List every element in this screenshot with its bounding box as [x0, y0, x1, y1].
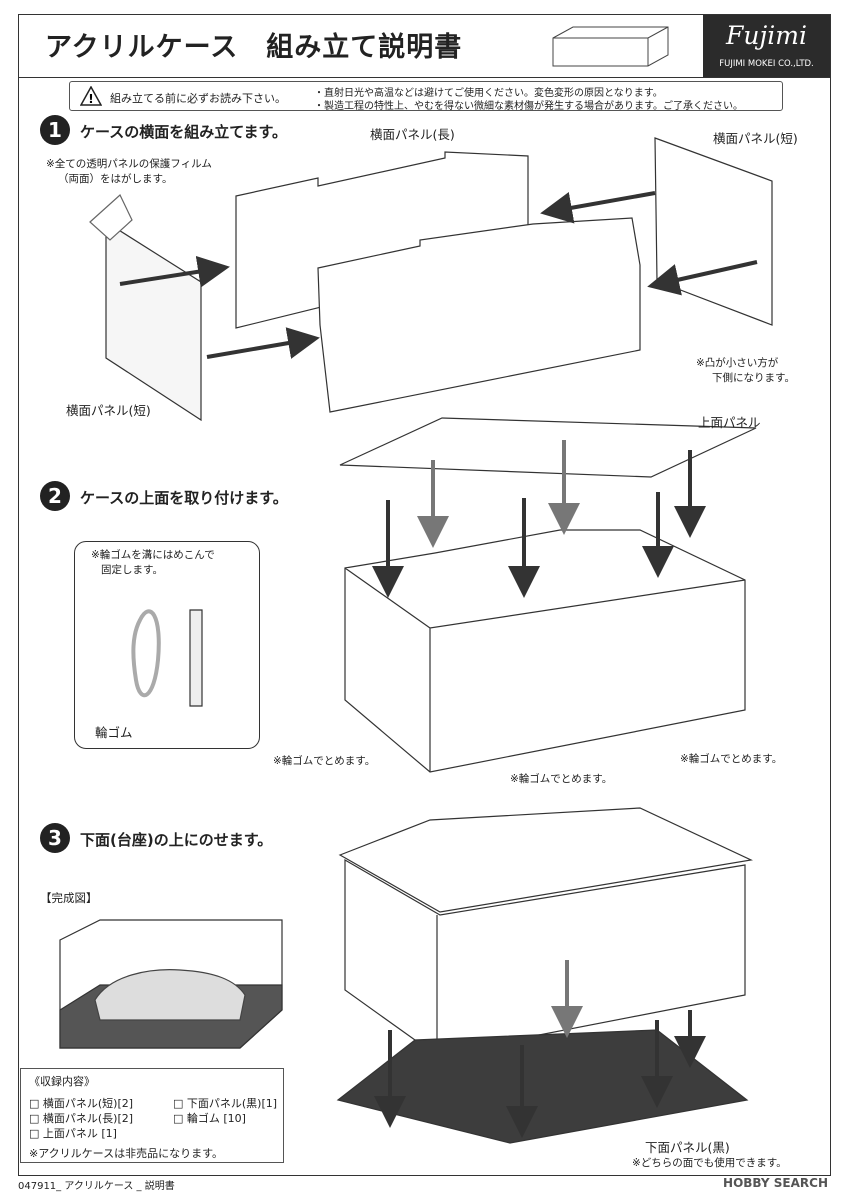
warning-icon: ! [80, 86, 102, 106]
label-top-panel: 上面パネル [698, 415, 761, 430]
case-icon [552, 26, 669, 67]
contents-item: □ 上面パネル [1] [29, 1127, 117, 1140]
step1-arrows [119, 191, 758, 359]
label-long-panel: 横面パネル(長) [370, 127, 455, 142]
step1-film-note-2: （両面）をはがします。 [58, 173, 173, 185]
label-short-panel-right: 横面パネル(短) [713, 131, 798, 146]
rubber-band-label: 輪ゴム [95, 725, 133, 740]
step3-rubber-note-top: ※輪ゴムでとめます。 [510, 773, 613, 785]
warning-line-2: ・製造工程の特性上、やむを得ない微細な素材傷が発生する場合があります。ご了承くだ… [314, 101, 743, 112]
step2-arrows [372, 440, 706, 598]
page-title: アクリルケース 組み立て説明書 [45, 32, 463, 63]
rubber-band-detail: ※輪ゴムを溝にはめこんで 固定します。 輪ゴム [74, 541, 260, 749]
contents-item: □ 横面パネル(長)[2] [29, 1112, 134, 1125]
step1-number: 1 [40, 115, 70, 145]
step1-illustration [89, 137, 773, 422]
inset-note-2: 固定します。 [101, 564, 163, 576]
step2-rubber-note-left: ※輪ゴムでとめます。 [273, 755, 376, 767]
step3-title: 下面(台座)の上にのせます。 [80, 831, 273, 849]
brand-logo: Fujimi [726, 21, 807, 50]
step2-title: ケースの上面を取り付けます。 [80, 489, 288, 507]
contents-item: □ 横面パネル(短)[2] [29, 1097, 134, 1110]
watermark: HOBBY SEARCH [723, 1176, 828, 1190]
warning-box: ! 組み立てる前に必ずお読み下さい。 ・直射日光や高温などは避けてご使用ください… [69, 81, 783, 112]
svg-text:!: ! [88, 92, 93, 106]
contents-item: □ 下面パネル(黒)[1] [173, 1097, 278, 1110]
step2-illustration [131, 417, 757, 773]
step2-number: 2 [40, 481, 70, 511]
contents-heading: 《収録内容》 [29, 1075, 95, 1088]
instruction-sheet: アクリルケース 組み立て説明書 Fujimi FUJIMI MOKEI CO.,… [18, 14, 831, 1176]
inset-note-1: ※輪ゴムを溝にはめこんで [91, 549, 215, 561]
step1-bump-note-1: ※凸が小さい方が [696, 357, 779, 369]
label-bottom-panel: 下面パネル(黒) [645, 1140, 730, 1155]
header: アクリルケース 組み立て説明書 Fujimi FUJIMI MOKEI CO.,… [19, 15, 830, 78]
completed-label: 【完成図】 [40, 891, 98, 905]
step1-title: ケースの横面を組み立てます。 [80, 123, 288, 141]
step3-number: 3 [40, 823, 70, 853]
step3-arrows [374, 960, 706, 1138]
brand-block: Fujimi FUJIMI MOKEI CO.,LTD. [703, 15, 830, 77]
warning-lead: 組み立てる前に必ずお読み下さい。 [110, 92, 286, 105]
step1-bump-note-2: 下側になります。 [712, 372, 795, 384]
warning-line-1: ・直射日光や高温などは避けてご使用ください。変色変形の原因となります。 [314, 88, 663, 99]
contents-footnote: ※アクリルケースは非売品になります。 [29, 1147, 224, 1160]
step3-illustration [59, 807, 753, 1144]
label-short-panel-left: 横面パネル(短) [66, 403, 151, 418]
bottom-panel-note: ※どちらの面でも使用できます。 [632, 1157, 787, 1169]
brand-company: FUJIMI MOKEI CO.,LTD. [719, 59, 814, 69]
contents-item: □ 輪ゴム [10] [173, 1112, 246, 1125]
footer-code: 047911_ アクリルケース _ 説明書 [18, 1181, 175, 1192]
contents-box: 《収録内容》 □ 横面パネル(短)[2] □ 下面パネル(黒)[1] □ 横面パ… [20, 1068, 284, 1163]
step1-film-note-1: ※全ての透明パネルの保護フィルム [46, 158, 212, 170]
step2-rubber-note-right: ※輪ゴムでとめます。 [680, 753, 783, 765]
